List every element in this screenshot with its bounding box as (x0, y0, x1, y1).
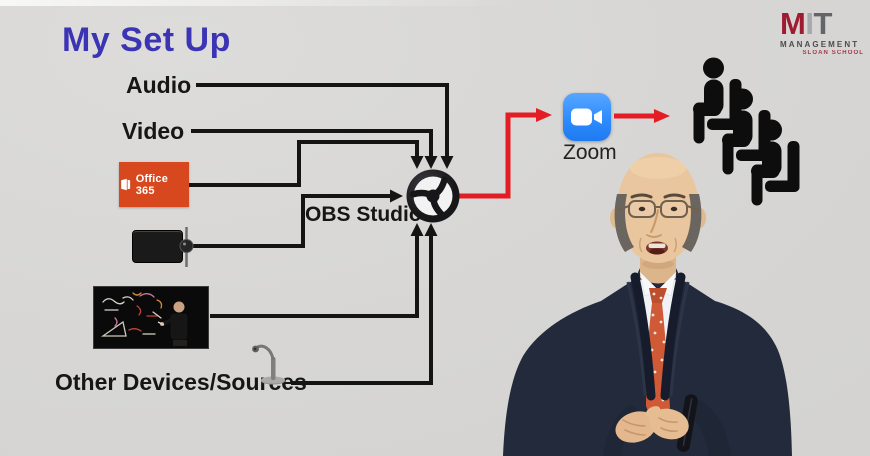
mit-letter-t: T (813, 6, 832, 41)
zoom-app-icon (563, 93, 611, 141)
drawing-tablet-icon (132, 230, 183, 263)
label-audio: Audio (126, 72, 192, 98)
wire-other-devices (291, 223, 438, 385)
office365-badge: Office 365 (119, 162, 189, 207)
wire-lightboard (210, 223, 424, 318)
office-window-icon (121, 178, 131, 191)
mit-letter-i: I (805, 6, 814, 41)
obs-studio-icon (406, 169, 460, 223)
lightboard-video-thumbnail (93, 286, 209, 349)
stream-arrows (458, 108, 670, 199)
wire-audio (196, 83, 454, 169)
office365-label: Office 365 (135, 172, 169, 197)
video-camera-icon (571, 108, 602, 126)
wire-tablet (193, 189, 403, 248)
stylus-icon (179, 227, 194, 267)
document-camera-icon (252, 344, 285, 385)
page-title: My Set Up (62, 21, 231, 59)
input-wires (189, 83, 454, 385)
arrow-obs-to-zoom (458, 108, 552, 199)
wire-office365 (189, 140, 424, 187)
wire-video (191, 129, 438, 169)
presenter-photo (503, 153, 792, 456)
label-obs-studio: OBS Studio (305, 203, 422, 226)
mit-sloan-school-text: SLOAN SCHOOL (802, 50, 864, 57)
label-zoom: Zoom (563, 141, 617, 164)
mit-management-text: MANAGEMENT (780, 40, 860, 50)
mit-letter-m: M (780, 6, 806, 41)
label-video: Video (122, 118, 185, 144)
